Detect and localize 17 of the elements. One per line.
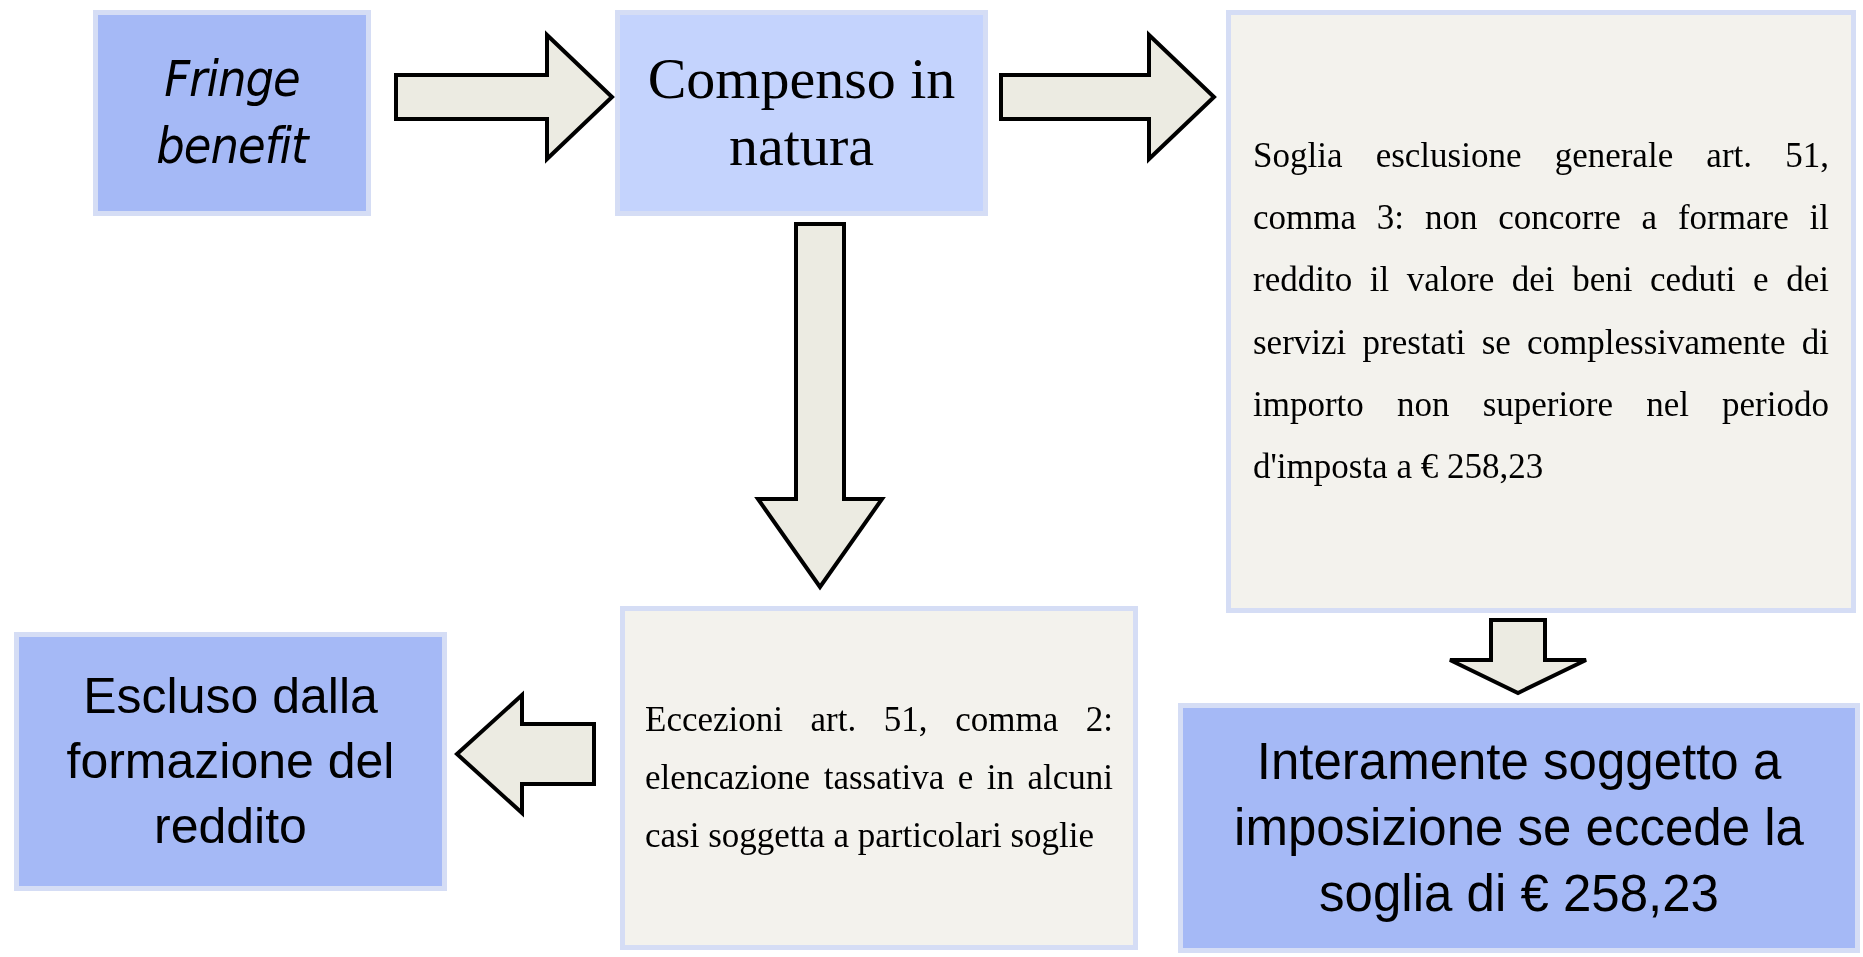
process-box <box>14 632 447 891</box>
node-label: Escluso dalla formazione del reddito <box>65 667 396 856</box>
block-arrow <box>754 222 886 591</box>
block-arrow <box>1448 618 1588 696</box>
node-label: Compenso in natura <box>646 46 957 180</box>
text-box <box>1226 10 1856 613</box>
block-arrow <box>999 30 1217 164</box>
process-box <box>93 10 371 216</box>
node-label: Fringe benefit <box>155 48 311 177</box>
text-box <box>620 606 1138 950</box>
node-label: Soglia esclusione generale art. 51, comma 3: non concorre a formare il reddito il valore dei beni ceduti e dei servizi prestati se complessivamente di importo non superiore nel periodo d'imposta a € 258,23 <box>1253 134 1829 489</box>
node-label: Interamente soggetto a imposizione se eccede la soglia di € 258,23 <box>1233 731 1805 925</box>
process-box <box>1178 703 1860 953</box>
block-arrow <box>394 30 615 164</box>
node-label: Eccezioni art. 51, comma 2: elencazione tassativa e in alcuni casi soggetta a particolari soglie <box>645 698 1113 858</box>
block-arrow <box>454 690 596 818</box>
process-box <box>615 10 988 216</box>
